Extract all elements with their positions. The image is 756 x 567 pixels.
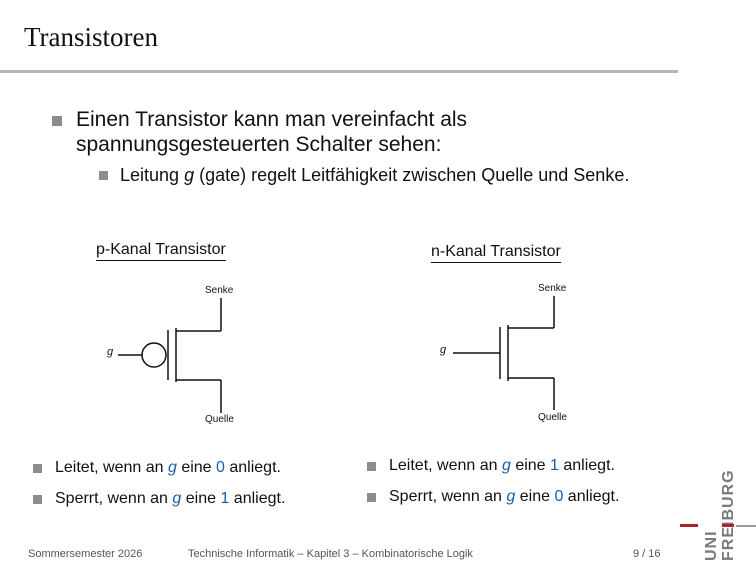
p-channel-condition-block: Sperrt, wenn an g eine 1 anliegt. [33, 489, 285, 509]
bullet-square-icon [99, 171, 108, 180]
bullet-sub: Leitung g (gate) regelt Leitfähigkeit zw… [97, 163, 677, 187]
title-divider [0, 70, 678, 73]
gate-symbol: g [167, 459, 177, 476]
p-channel-gate-label: g [107, 346, 114, 358]
p-channel-condition-conduct: Leitet, wenn an g eine 0 anliegt. [33, 458, 281, 478]
logic-value: 0 [216, 459, 225, 476]
gate-symbol: g [172, 490, 182, 507]
bullet-main-text: Einen Transistor kann man vereinfacht al… [76, 108, 468, 156]
gate-symbol: g [506, 488, 516, 505]
bullet-main: Einen Transistor kann man vereinfacht al… [50, 107, 610, 157]
footer-course: Technische Informatik – Kapitel 3 – Komb… [188, 548, 473, 560]
p-channel-drain-label: Senke [205, 285, 234, 296]
bullet-square-icon [367, 462, 376, 471]
n-channel-condition-block: Sperrt, wenn an g eine 0 anliegt. [367, 487, 619, 507]
logic-value: 0 [554, 488, 564, 505]
p-channel-source-label: Quelle [205, 414, 234, 425]
logo-grey-line [736, 525, 756, 527]
n-channel-source-label: Quelle [538, 412, 567, 423]
logic-value: 1 [220, 490, 230, 507]
gate-symbol: g [501, 457, 511, 474]
n-channel-condition-conduct: Leitet, wenn an g eine 1 anliegt. [367, 456, 615, 476]
n-channel-gate-label: g [440, 344, 447, 356]
footer-page-number: 9 / 16 [633, 548, 661, 560]
bullet-square-icon [33, 464, 42, 473]
bullet-sub-text: Leitung g (gate) regelt Leitfähigkeit zw… [120, 165, 630, 185]
logic-value: 1 [550, 457, 559, 474]
bullet-square-icon [52, 116, 62, 126]
logo-red-bar [680, 524, 698, 527]
bullet-square-icon [367, 493, 376, 502]
n-channel-drain-label: Senke [538, 283, 567, 294]
logo-red-bar [722, 524, 734, 527]
slide-title: Transistoren [24, 22, 159, 52]
bullet-square-icon [33, 495, 42, 504]
footer-semester: Sommersemester 2026 [28, 548, 143, 560]
university-logo-text: UNI FREIBURG [703, 469, 737, 561]
p-channel-title: p-Kanal Transistor [96, 241, 226, 261]
gate-symbol: g [184, 165, 195, 185]
n-channel-title: n-Kanal Transistor [431, 243, 561, 263]
